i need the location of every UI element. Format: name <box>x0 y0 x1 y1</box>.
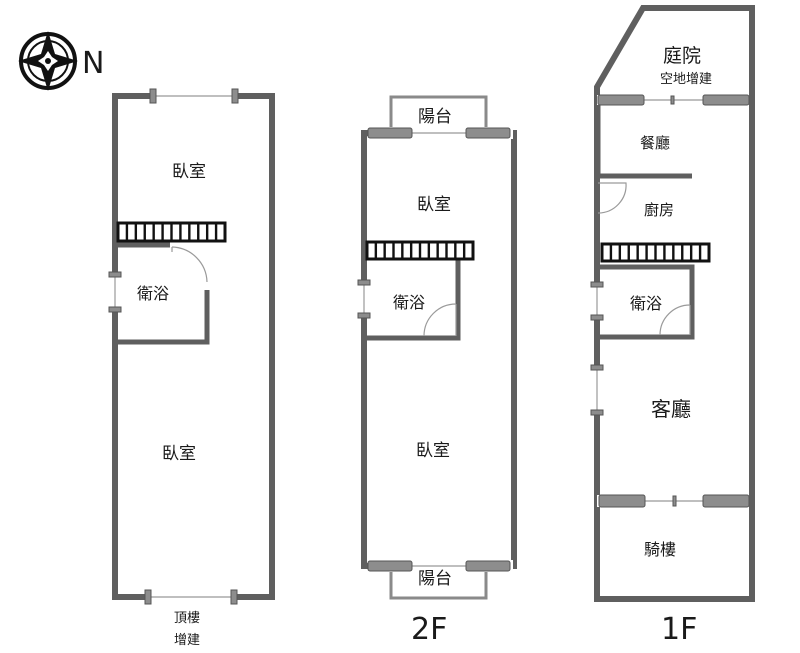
1f-living-side-window <box>590 364 604 416</box>
1f-kitchen-label: 廚房 <box>644 201 674 219</box>
compass-rose-icon <box>18 31 78 91</box>
second-floor-plan: 陽台 臥室 衛浴 臥室 陽台 2F <box>357 95 517 647</box>
roof-caption-line2: 增建 <box>174 633 200 648</box>
roof-floor-plan: 臥室 衛浴 臥室 頂樓 增建 <box>108 88 275 648</box>
1f-dining-label: 餐廳 <box>640 134 670 152</box>
1f-living-label: 客廳 <box>651 397 691 421</box>
1f-staircase <box>600 242 711 263</box>
2f-bottom-balcony <box>389 567 488 600</box>
1f-courtyard-label: 庭院 <box>663 45 701 67</box>
1f-courtyard-window <box>597 94 750 106</box>
2f-staircase <box>365 240 475 261</box>
2f-bottom-window <box>367 560 513 572</box>
first-floor-plan: 庭院 空地增建 餐廳 廚房 衛浴 客廳 騎樓 1F <box>590 5 755 647</box>
1f-caption: 1F <box>661 612 697 647</box>
2f-top-balcony <box>389 95 488 130</box>
roof-top-window <box>149 88 239 104</box>
roof-bathroom-door <box>171 246 208 283</box>
2f-bathroom-side-window <box>357 279 371 319</box>
1f-outer-wall <box>594 5 755 602</box>
2f-bedroom-bottom-label: 臥室 <box>416 441 450 461</box>
2f-caption: 2F <box>411 612 447 647</box>
1f-arcade-label: 騎樓 <box>644 540 676 559</box>
1f-bathroom-door <box>659 304 691 336</box>
2f-balcony-bottom-label: 陽台 <box>418 569 452 589</box>
2f-balcony-top-label: 陽台 <box>418 107 452 127</box>
roof-bathroom-side-window <box>108 271 122 313</box>
roof-caption-line1: 頂樓 <box>174 611 200 626</box>
1f-dining-wall <box>595 105 692 179</box>
2f-top-window <box>367 127 513 139</box>
2f-bathroom-label: 衛浴 <box>393 293 425 312</box>
2f-bathroom-door <box>423 303 457 337</box>
roof-bathroom-label: 衛浴 <box>137 284 169 303</box>
1f-arcade-window <box>597 494 750 508</box>
roof-bedroom-top-label: 臥室 <box>172 162 206 182</box>
roof-bottom-window <box>144 589 238 605</box>
roof-staircase <box>116 221 227 243</box>
2f-bedroom-top-label: 臥室 <box>417 195 451 215</box>
north-label: N <box>82 46 104 81</box>
roof-bathroom-wall <box>117 290 210 345</box>
1f-courtyard-note-label: 空地增建 <box>660 72 712 87</box>
1f-kitchen-door <box>597 182 627 214</box>
1f-bathroom-wall <box>598 264 695 340</box>
2f-bathroom-wall <box>366 258 461 341</box>
1f-bathroom-label: 衛浴 <box>630 294 662 313</box>
roof-bedroom-bottom-label: 臥室 <box>162 444 196 464</box>
1f-bathroom-side-window <box>590 281 604 321</box>
compass: N <box>18 31 104 91</box>
